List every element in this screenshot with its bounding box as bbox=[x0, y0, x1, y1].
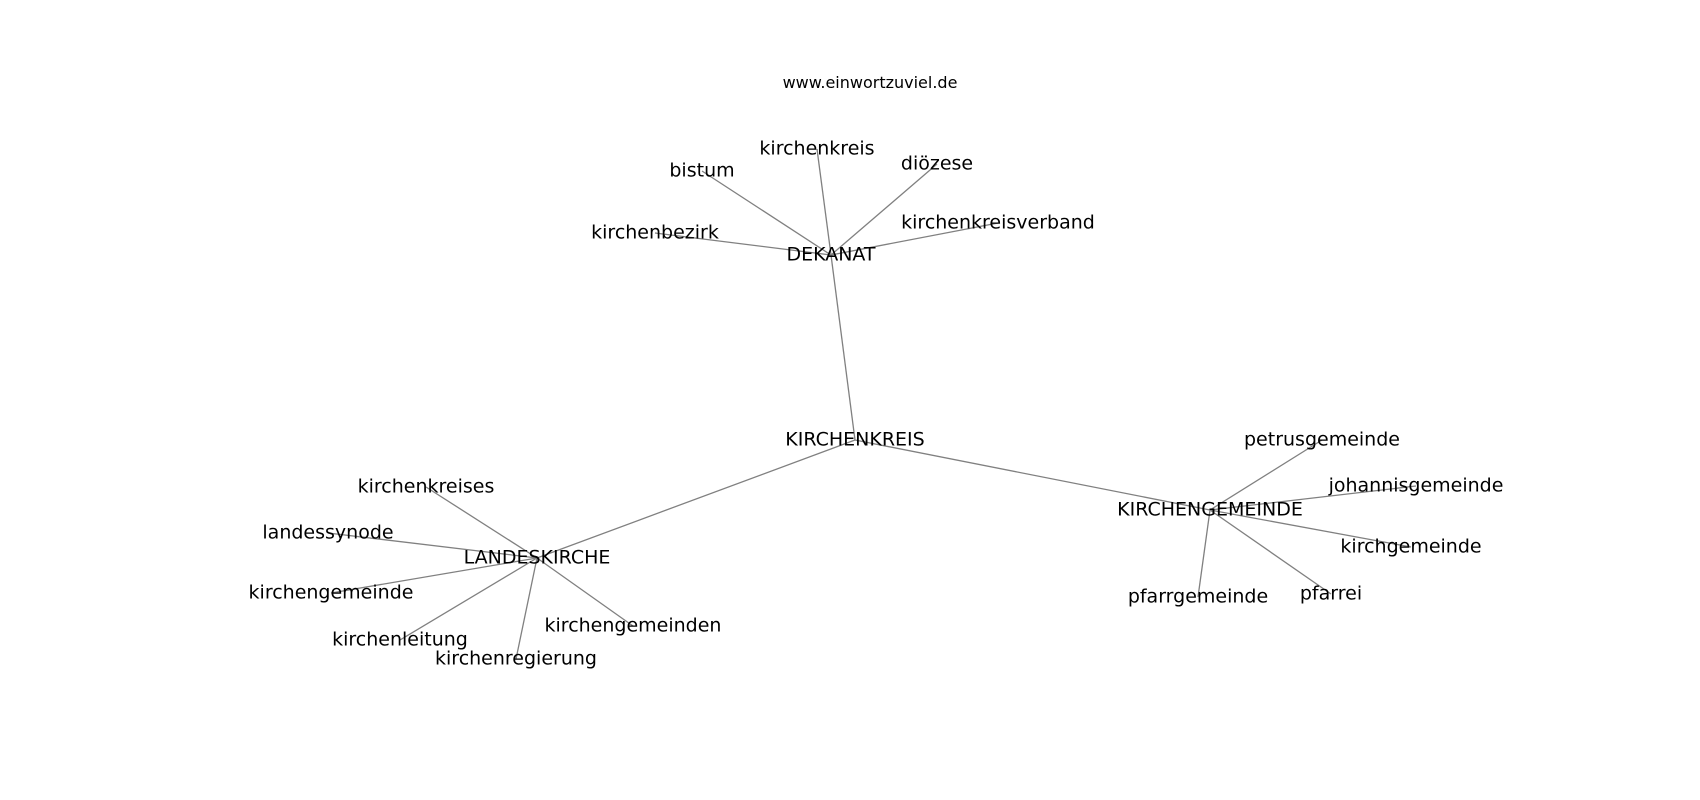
leaf-node-label: landessynode bbox=[262, 522, 393, 544]
leaf-node-label: kirchenkreis bbox=[759, 138, 874, 160]
edge-hub-leaf bbox=[327, 532, 538, 559]
leaf-node-label: kirchengemeinden bbox=[545, 615, 722, 637]
leaf-node-label: kirchenkreises bbox=[358, 476, 495, 498]
site-credit: www.einwortzuviel.de bbox=[783, 73, 958, 92]
hub-node-label: DEKANAT bbox=[786, 244, 875, 266]
edge-hub-leaf bbox=[816, 148, 832, 256]
leaf-node-label: diözese bbox=[901, 153, 973, 175]
edge-center-hub bbox=[854, 439, 1211, 511]
leaf-node-label: pfarrei bbox=[1300, 583, 1362, 605]
edge-hub-leaf bbox=[399, 557, 538, 641]
leaf-node-label: johannisgemeinde bbox=[1328, 475, 1504, 497]
edge-hub-leaf bbox=[1209, 485, 1417, 511]
leaf-node-label: pfarrgemeinde bbox=[1128, 586, 1268, 608]
edge-center-hub bbox=[830, 254, 856, 441]
edge-hub-leaf bbox=[1197, 509, 1211, 598]
edge-hub-leaf bbox=[330, 557, 538, 594]
edge-hub-leaf bbox=[830, 222, 999, 256]
leaf-node-label: kirchenregierung bbox=[435, 648, 597, 670]
leaf-node-label: bistum bbox=[669, 160, 734, 182]
edge-hub-leaf bbox=[1209, 509, 1332, 595]
node-labels: KIRCHENKREIS DEKANAT kirchenkreis bistum diö… bbox=[249, 138, 1504, 670]
edge-hub-leaf bbox=[654, 232, 832, 256]
edge-hub-leaf bbox=[425, 486, 538, 559]
leaf-node-label: kirchengemeinde bbox=[249, 582, 414, 604]
edges bbox=[327, 148, 1417, 660]
hub-node-label: KIRCHENGEMEINDE bbox=[1117, 499, 1303, 521]
edge-hub-leaf bbox=[701, 170, 832, 256]
edge-hub-leaf bbox=[515, 557, 538, 660]
leaf-node-label: kirchenleitung bbox=[332, 629, 468, 651]
leaf-node-label: petrusgemeinde bbox=[1244, 429, 1400, 451]
edge-center-hub bbox=[536, 439, 856, 559]
edge-hub-leaf bbox=[830, 163, 938, 256]
leaf-node-label: kirchgemeinde bbox=[1340, 536, 1481, 558]
edge-hub-leaf bbox=[1209, 509, 1412, 548]
leaf-node-label: kirchenkreisverband bbox=[901, 212, 1095, 234]
edge-hub-leaf bbox=[536, 557, 634, 627]
center-node-label: KIRCHENKREIS bbox=[785, 429, 924, 451]
leaf-node-label: kirchenbezirk bbox=[591, 222, 719, 244]
hub-node-label: LANDESKIRCHE bbox=[464, 547, 611, 569]
edge-hub-leaf bbox=[1209, 439, 1323, 511]
